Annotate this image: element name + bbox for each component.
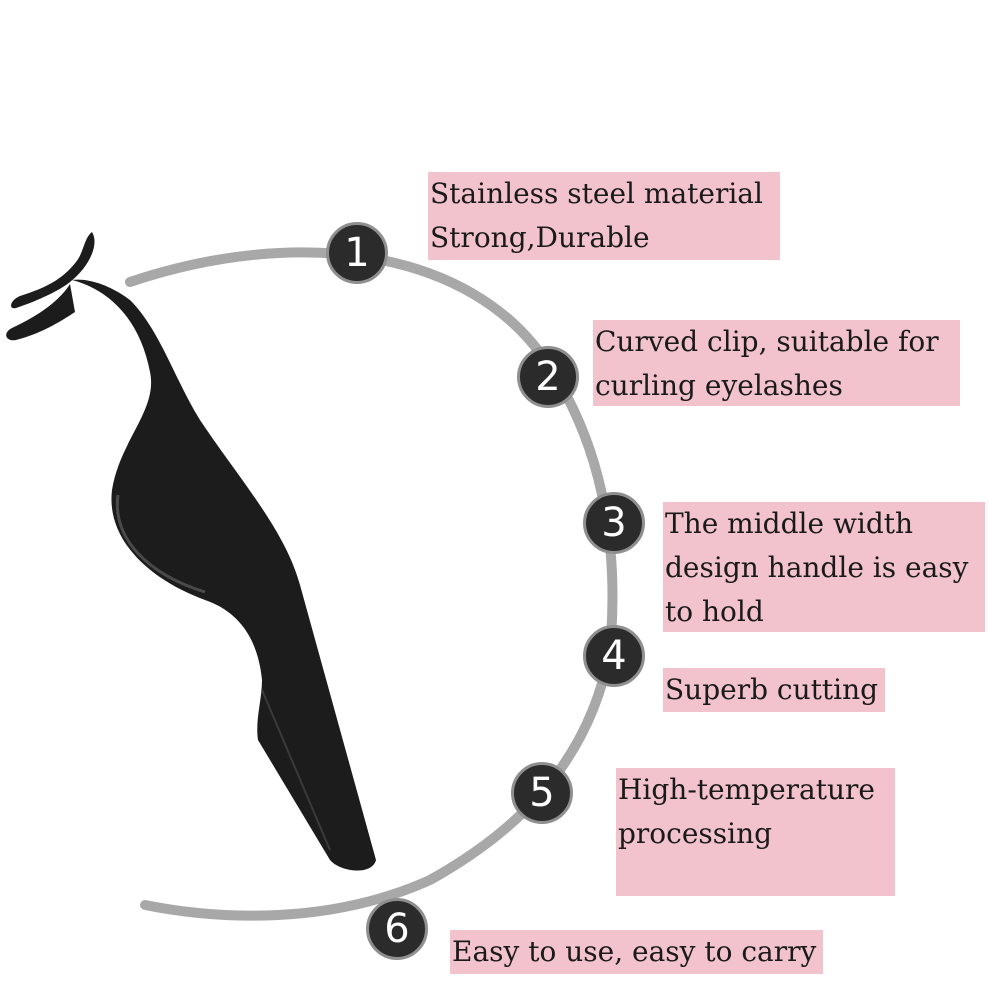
- feature-label-3: The middle width design handle is easy t…: [663, 502, 985, 632]
- feature-5-line-2: processing: [618, 817, 773, 850]
- feature-number-badge-4: 4: [583, 625, 645, 687]
- feature-label-6: Easy to use, easy to carry: [450, 930, 823, 974]
- eyelash-applicator-image: [6, 232, 376, 871]
- feature-1-line-1: Stainless steel material: [430, 177, 763, 210]
- feature-number-badge-6: 6: [366, 898, 428, 960]
- feature-3-line-2: design handle is easy: [665, 551, 969, 584]
- feature-2-line-1: Curved clip, suitable for: [595, 325, 939, 358]
- feature-label-5: High-temperature processing: [616, 768, 895, 896]
- feature-3-line-3: to hold: [665, 595, 764, 628]
- feature-number-badge-3: 3: [583, 492, 645, 554]
- feature-4-line-1: Superb cutting: [665, 673, 879, 706]
- feature-label-4: Superb cutting: [663, 668, 885, 712]
- guide-arc: [125, 247, 618, 921]
- feature-5-line-1: High-temperature: [618, 773, 875, 806]
- feature-6-line-1: Easy to use, easy to carry: [452, 935, 817, 968]
- feature-3-line-1: The middle width: [665, 507, 914, 540]
- feature-label-2: Curved clip, suitable for curling eyelas…: [593, 320, 960, 406]
- feature-1-line-2: Strong,Durable: [430, 221, 650, 254]
- feature-label-1: Stainless steel material Strong,Durable: [428, 172, 780, 260]
- feature-number-badge-1: 1: [326, 222, 388, 284]
- feature-number-badge-5: 5: [511, 762, 573, 824]
- feature-2-line-2: curling eyelashes: [595, 369, 843, 402]
- feature-number-badge-2: 2: [517, 346, 579, 408]
